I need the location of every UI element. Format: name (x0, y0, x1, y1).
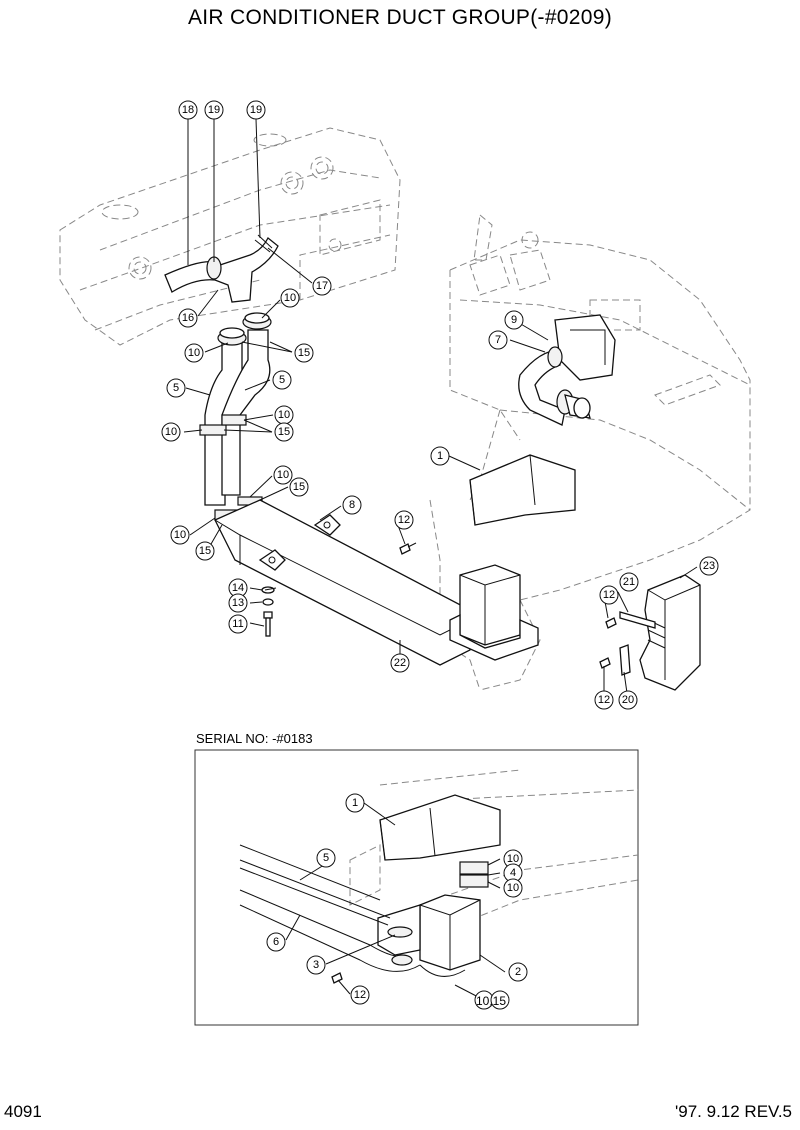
inset-diagram (194, 749, 639, 1026)
callout-11: 11 (228, 614, 248, 634)
inset-leader-lines (285, 802, 506, 1001)
inset-callout-2: 2 (508, 962, 528, 982)
svg-text:10: 10 (277, 469, 289, 481)
svg-text:1: 1 (437, 450, 443, 462)
callout-10: 10 (161, 422, 181, 442)
svg-text:23: 23 (703, 560, 715, 572)
main-callouts: 18 19 19 17 16 10 10 15 9 7 5 5 10 10 15… (161, 100, 719, 710)
svg-text:20: 20 (622, 694, 634, 706)
svg-text:10: 10 (284, 292, 296, 304)
svg-text:14: 14 (232, 582, 244, 594)
inset-callout-1: 1 (345, 793, 365, 813)
inset-callout-10-15: 10,15 (474, 990, 510, 1010)
svg-text:10: 10 (507, 882, 519, 894)
callout-7: 7 (488, 330, 508, 350)
svg-text:12: 12 (598, 694, 610, 706)
svg-text:7: 7 (495, 334, 501, 346)
outlet-duct (449, 454, 576, 661)
inset-callout-6: 6 (266, 932, 286, 952)
svg-text:10: 10 (165, 426, 177, 438)
callout-15: 15 (294, 343, 314, 363)
fasteners (261, 542, 617, 669)
callout-21: 21 (619, 572, 639, 592)
callout-23: 23 (699, 556, 719, 576)
inset-callout-12: 12 (350, 985, 370, 1005)
callout-10: 10 (170, 525, 190, 545)
svg-text:5: 5 (173, 382, 179, 394)
revision-date: '97. 9.12 REV.5 (675, 1102, 792, 1121)
callout-10: 10 (184, 343, 204, 363)
dashboard-outline (59, 127, 401, 346)
svg-text:10,15: 10,15 (476, 994, 506, 1008)
side-vent-hose (518, 314, 616, 426)
svg-text:8: 8 (349, 499, 355, 511)
side-duct (619, 574, 701, 691)
console-outline (449, 214, 751, 601)
svg-text:17: 17 (316, 280, 328, 292)
svg-text:15: 15 (293, 481, 305, 493)
inset-callout-3: 3 (306, 955, 326, 975)
vertical-hoses (199, 312, 272, 521)
callout-20: 20 (618, 690, 638, 710)
inset-serial-label: SERIAL NO: -#0183 (196, 731, 313, 746)
svg-text:11: 11 (232, 618, 243, 630)
callout-5: 5 (166, 378, 186, 398)
callout-12: 12 (394, 510, 414, 530)
callout-12: 12 (594, 690, 614, 710)
svg-text:2: 2 (515, 966, 521, 978)
svg-text:10: 10 (278, 409, 290, 421)
callout-9: 9 (504, 310, 524, 330)
svg-text:16: 16 (182, 312, 194, 324)
callout-17: 17 (312, 276, 332, 296)
callout-10: 10 (273, 465, 293, 485)
svg-text:10: 10 (174, 529, 186, 541)
svg-text:12: 12 (603, 589, 615, 601)
svg-text:21: 21 (623, 576, 635, 588)
inset-callout-10: 10 (503, 878, 523, 898)
sheet-title: AIR CONDITIONER DUCT GROUP(-#0209) (187, 6, 613, 29)
callout-15: 15 (289, 477, 309, 497)
callout-22: 22 (390, 653, 410, 673)
svg-text:5: 5 (279, 374, 285, 386)
callout-19: 19 (246, 100, 266, 120)
inset-callout-5: 5 (316, 848, 336, 868)
svg-text:19: 19 (208, 104, 220, 116)
callout-15: 15 (274, 422, 294, 442)
callout-5: 5 (272, 370, 292, 390)
callout-1: 1 (430, 446, 450, 466)
page-number: 4091 (4, 1102, 42, 1121)
svg-text:12: 12 (354, 989, 366, 1001)
svg-text:18: 18 (182, 104, 194, 116)
callout-10: 10 (274, 405, 294, 425)
svg-text:13: 13 (232, 597, 244, 609)
svg-text:5: 5 (323, 852, 329, 864)
callout-15: 15 (195, 541, 215, 561)
callout-12: 12 (599, 585, 619, 605)
inset-callouts: 1 5 10 4 10 6 3 2 12 10,15 (266, 793, 528, 1010)
svg-text:15: 15 (199, 545, 211, 557)
callout-10: 10 (280, 288, 300, 308)
svg-text:15: 15 (278, 426, 290, 438)
callout-16: 16 (178, 308, 198, 328)
main-duct (214, 499, 471, 666)
svg-text:3: 3 (313, 959, 319, 971)
svg-text:15: 15 (298, 347, 310, 359)
svg-text:1: 1 (352, 797, 358, 809)
svg-text:12: 12 (398, 514, 410, 526)
inset-callout-10: 10 (503, 849, 523, 869)
callout-18: 18 (178, 100, 198, 120)
callout-19: 19 (204, 100, 224, 120)
callout-8: 8 (342, 495, 362, 515)
svg-text:6: 6 (273, 936, 279, 948)
defroster-duct (164, 234, 279, 303)
callout-13: 13 (228, 593, 248, 613)
svg-text:4: 4 (510, 867, 516, 879)
svg-text:10: 10 (188, 347, 200, 359)
svg-text:9: 9 (511, 314, 517, 326)
svg-text:19: 19 (250, 104, 262, 116)
svg-text:22: 22 (394, 657, 406, 669)
svg-text:10: 10 (507, 853, 519, 865)
